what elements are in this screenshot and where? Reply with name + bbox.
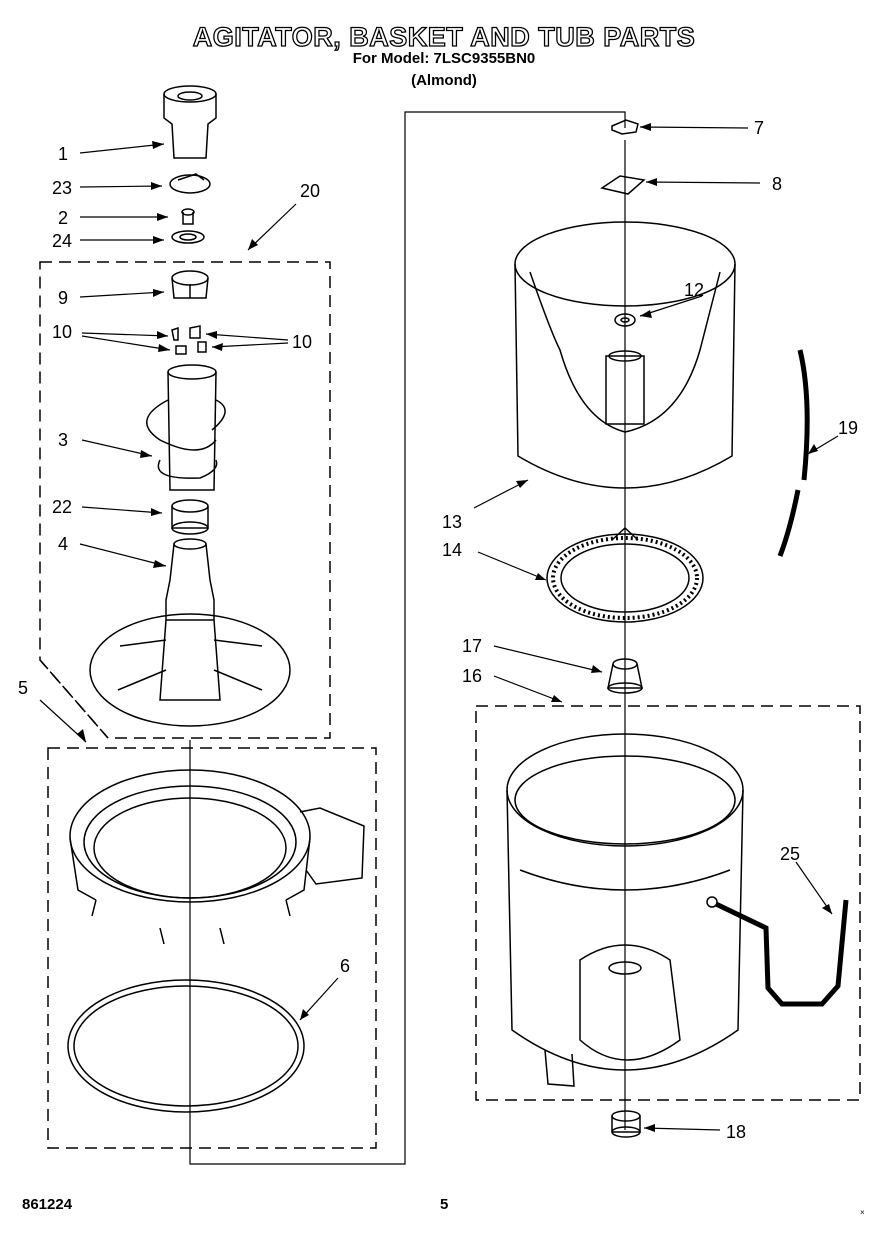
group-box-5 (47, 747, 377, 1149)
part-24-washer (171, 230, 205, 244)
part-14-balance-ring (546, 526, 704, 623)
model-subtitle: For Model: 7LSC9355BN0 (352, 50, 536, 67)
color-label: (Almond) (411, 72, 477, 89)
callout-14: 14 (442, 540, 462, 560)
corner-mark: × (860, 1208, 865, 1217)
callout-10-left: 10 (52, 322, 72, 342)
callout-16: 16 (462, 666, 482, 686)
part-3-auger (146, 364, 226, 491)
callout-2: 2 (58, 208, 68, 228)
leader-arrowheads (77, 123, 832, 1132)
assembly-connector-line (189, 111, 626, 1165)
part-2-bolt (181, 208, 195, 225)
callout-12: 12 (684, 280, 704, 300)
part-10-dogs (171, 325, 207, 355)
callout-5: 5 (18, 678, 28, 698)
callout-9: 9 (58, 288, 68, 308)
callout-23: 23 (52, 178, 72, 198)
part-19-hose (777, 349, 810, 557)
callout-19: 19 (838, 418, 858, 438)
part-9-adapter (171, 270, 209, 299)
part-6-tub-seal (67, 979, 305, 1113)
part-12-hub-nut (614, 313, 636, 327)
callout-6: 6 (340, 956, 350, 976)
part-7-nut (611, 119, 639, 135)
callout-4: 4 (58, 534, 68, 554)
callout-numbers: 1 23 2 24 20 9 10 10 3 22 4 5 6 7 8 12 1… (18, 118, 858, 1142)
callout-22: 22 (52, 497, 72, 517)
callout-7: 7 (754, 118, 764, 138)
callout-10-right: 10 (292, 332, 312, 352)
callout-20: 20 (300, 181, 320, 201)
callout-8: 8 (772, 174, 782, 194)
callout-25: 25 (780, 844, 800, 864)
part-13-basket (514, 221, 736, 489)
callout-18: 18 (726, 1122, 746, 1142)
part-5-tub-ring (69, 769, 365, 945)
part-18-plug (611, 1110, 641, 1138)
callout-1: 1 (58, 144, 68, 164)
part-1-agitator-cap (163, 85, 217, 159)
part-16-outer-tub (506, 733, 744, 1087)
part-23-cap-seal (169, 173, 211, 194)
part-25-drain-hose (714, 899, 849, 1007)
part-4-agitator-base (89, 538, 291, 727)
diagram-title: AGITATOR, BASKET AND TUB PARTS (192, 21, 696, 52)
part-22-drive-bell (171, 499, 209, 535)
group-box-16 (475, 705, 861, 1101)
part-8-retainer (600, 175, 646, 195)
page-number: 5 (440, 1196, 449, 1213)
group-link-5 (39, 659, 109, 739)
group-box-20 (39, 261, 331, 739)
leader-lines (39, 126, 839, 1131)
callout-24: 24 (52, 231, 72, 251)
callout-13: 13 (442, 512, 462, 532)
document-code: 861224 (22, 1196, 73, 1213)
callout-17: 17 (462, 636, 482, 656)
callout-3: 3 (58, 430, 68, 450)
part-17-seal (607, 658, 643, 694)
